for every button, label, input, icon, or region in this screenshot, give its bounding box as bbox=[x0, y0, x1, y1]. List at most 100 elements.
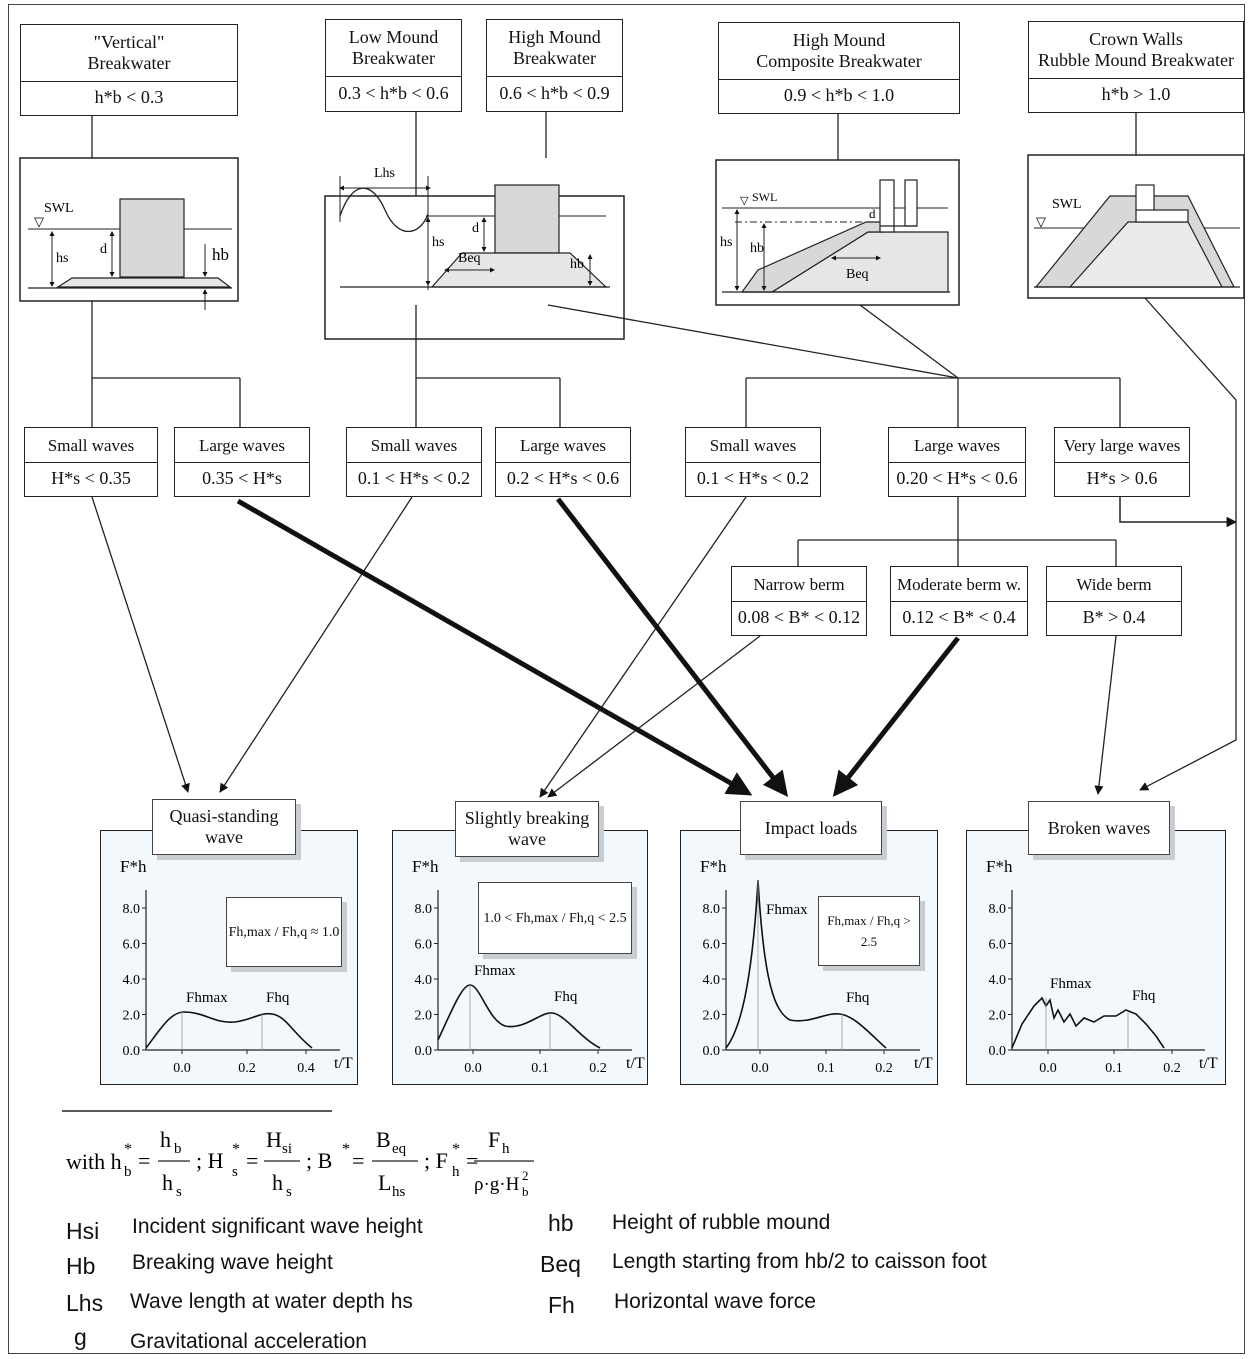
legend-sym-beq: Beq bbox=[540, 1251, 581, 1277]
lhs-label: Lhs bbox=[374, 166, 395, 181]
svg-text:h: h bbox=[272, 1170, 283, 1195]
svg-text:H: H bbox=[266, 1127, 282, 1152]
structure-box-high-mound: High Mound Breakwater 0.6 < h*b < 0.9 bbox=[486, 19, 623, 112]
structure-name-l2: Breakwater bbox=[352, 48, 435, 68]
legend-desc-hb-mound: Height of rubble mound bbox=[612, 1211, 831, 1234]
load-title-quasi-standing: Quasi-standing wave bbox=[152, 799, 296, 855]
svg-text:=: = bbox=[138, 1148, 150, 1173]
hs-label: hs bbox=[56, 251, 68, 266]
load-title-broken: Broken waves bbox=[1028, 801, 1170, 855]
legend-desc-fh: Horizontal wave force bbox=[614, 1290, 816, 1313]
structure-box-high-mound-composite: High Mound Composite Breakwater 0.9 < h*… bbox=[718, 22, 960, 114]
structure-name-l1: "Vertical" bbox=[93, 32, 165, 52]
ratio-text: Fh,max / Fh,q > 2.5 bbox=[827, 913, 911, 949]
legend-sym-hb: Hb bbox=[66, 1253, 96, 1279]
legend-desc-lhs: Wave length at water depth hs bbox=[130, 1290, 413, 1313]
svg-text:hs: hs bbox=[392, 1184, 406, 1200]
wave-box-5: Small waves 0.1 < H*s < 0.2 bbox=[685, 427, 821, 497]
structure-condition-text: 0.3 < h*b < 0.6 bbox=[338, 82, 449, 103]
wave-condition: 0.1 < H*s < 0.2 bbox=[357, 468, 471, 488]
wave-name: Large waves bbox=[913, 435, 1001, 455]
svg-text:b: b bbox=[124, 1164, 132, 1180]
wave-condition: 0.1 < H*s < 0.2 bbox=[696, 468, 810, 488]
structure-condition-text: h*b < 0.3 bbox=[94, 87, 164, 107]
legend-desc-g: Gravitational acceleration bbox=[130, 1330, 367, 1353]
hb-label: hb bbox=[570, 257, 584, 272]
sketch-mound-breakwater: Lhs hs d Beq hb bbox=[324, 166, 625, 340]
svg-text:b: b bbox=[174, 1141, 182, 1157]
wave-condition: H*s > 0.6 bbox=[1086, 468, 1158, 488]
legend-sym-hsi: Hsi bbox=[66, 1218, 100, 1244]
load-panel-slightly-breaking bbox=[392, 830, 648, 1085]
svg-text:B: B bbox=[376, 1127, 391, 1152]
ratio-box-slightly-breaking: 1.0 < Fh,max / Fh,q < 2.5 bbox=[478, 882, 632, 954]
legend-sym-g: g bbox=[74, 1324, 87, 1350]
wave-condition: H*s < 0.35 bbox=[51, 468, 131, 488]
legend-desc-hb: Breaking wave height bbox=[132, 1251, 333, 1274]
wave-name: Large waves bbox=[198, 435, 286, 455]
svg-text:b: b bbox=[522, 1184, 529, 1199]
svg-text:ρ·g·H: ρ·g·H bbox=[474, 1174, 520, 1195]
swl-label: SWL bbox=[1052, 197, 1082, 212]
d-label: d bbox=[100, 242, 107, 257]
wave-name: Very large waves bbox=[1063, 435, 1181, 455]
load-panel-broken bbox=[966, 830, 1226, 1085]
svg-text:s: s bbox=[232, 1164, 238, 1180]
svg-text:; B: ; B bbox=[306, 1148, 332, 1173]
swl-label: SWL bbox=[44, 201, 74, 216]
wave-box-4: Large waves 0.2 < H*s < 0.6 bbox=[495, 427, 631, 497]
svg-text:s: s bbox=[286, 1184, 292, 1200]
legend-desc-hsi: Incident significant wave height bbox=[132, 1215, 423, 1238]
structure-name-l1: High Mound bbox=[792, 30, 886, 50]
wave-name: Large waves bbox=[519, 435, 607, 455]
d-label: d bbox=[472, 221, 479, 236]
structure-name-l2: Rubble Mound Breakwater bbox=[1038, 50, 1234, 70]
legend-desc-beq: Length starting from hb/2 to caisson foo… bbox=[612, 1250, 987, 1273]
svg-text:eq: eq bbox=[392, 1141, 407, 1157]
wave-condition: 0.2 < H*s < 0.6 bbox=[506, 468, 620, 488]
load-title-l1: Impact loads bbox=[764, 817, 858, 838]
load-title-l1: Slightly breaking bbox=[464, 808, 590, 828]
wave-box-6: Large waves 0.20 < H*s < 0.6 bbox=[888, 427, 1026, 497]
svg-text:*: * bbox=[342, 1141, 350, 1158]
wave-name: Small waves bbox=[709, 435, 797, 455]
berm-box-wide: Wide berm B* > 0.4 bbox=[1046, 566, 1182, 636]
svg-text:; F: ; F bbox=[424, 1148, 448, 1173]
svg-text:▽: ▽ bbox=[740, 195, 749, 207]
svg-text:L: L bbox=[378, 1170, 391, 1195]
svg-text:h: h bbox=[162, 1170, 173, 1195]
svg-text:h: h bbox=[452, 1164, 460, 1180]
berm-box-moderate: Moderate berm w. 0.12 < B* < 0.4 bbox=[890, 566, 1028, 636]
svg-text:with h: with h bbox=[66, 1149, 122, 1174]
svg-text:F: F bbox=[488, 1127, 500, 1152]
svg-text:=: = bbox=[466, 1148, 478, 1173]
berm-name: Wide berm bbox=[1076, 574, 1152, 594]
svg-text:=: = bbox=[352, 1148, 364, 1173]
svg-text:*: * bbox=[452, 1141, 460, 1158]
structure-name-l1: Crown Walls bbox=[1089, 29, 1183, 49]
wave-box-1: Small waves H*s < 0.35 bbox=[24, 427, 158, 497]
berm-box-narrow: Narrow berm 0.08 < B* < 0.12 bbox=[731, 566, 867, 636]
hs-label: hs bbox=[720, 235, 732, 250]
connectors bbox=[91, 112, 1238, 798]
ratio-box-quasi-standing: Fh,max / Fh,q ≈ 1.0 bbox=[226, 897, 342, 967]
wave-name: Small waves bbox=[47, 435, 135, 455]
ratio-box-impact: Fh,max / Fh,q > 2.5 bbox=[818, 896, 920, 966]
structure-name-l1: High Mound bbox=[508, 27, 601, 47]
svg-text:h: h bbox=[502, 1141, 510, 1157]
thick-arrows bbox=[236, 497, 960, 797]
wave-condition: 0.35 < H*s bbox=[202, 468, 282, 488]
wave-condition: 0.20 < H*s < 0.6 bbox=[896, 468, 1018, 488]
beq-label: Beq bbox=[846, 267, 869, 282]
load-title-l2: wave bbox=[205, 827, 243, 847]
svg-text:2: 2 bbox=[522, 1168, 529, 1183]
sketch-composite-breakwater: SWL ▽ hs hb d Beq bbox=[715, 159, 960, 306]
berm-condition: 0.08 < B* < 0.12 bbox=[737, 607, 861, 627]
svg-text:*: * bbox=[232, 1141, 240, 1158]
d-label: d bbox=[869, 206, 876, 221]
svg-text:si: si bbox=[282, 1141, 292, 1157]
diagram-frame bbox=[8, 4, 1245, 1354]
structure-box-low-mound: Low Mound Breakwater 0.3 < h*b < 0.6 bbox=[325, 19, 462, 112]
